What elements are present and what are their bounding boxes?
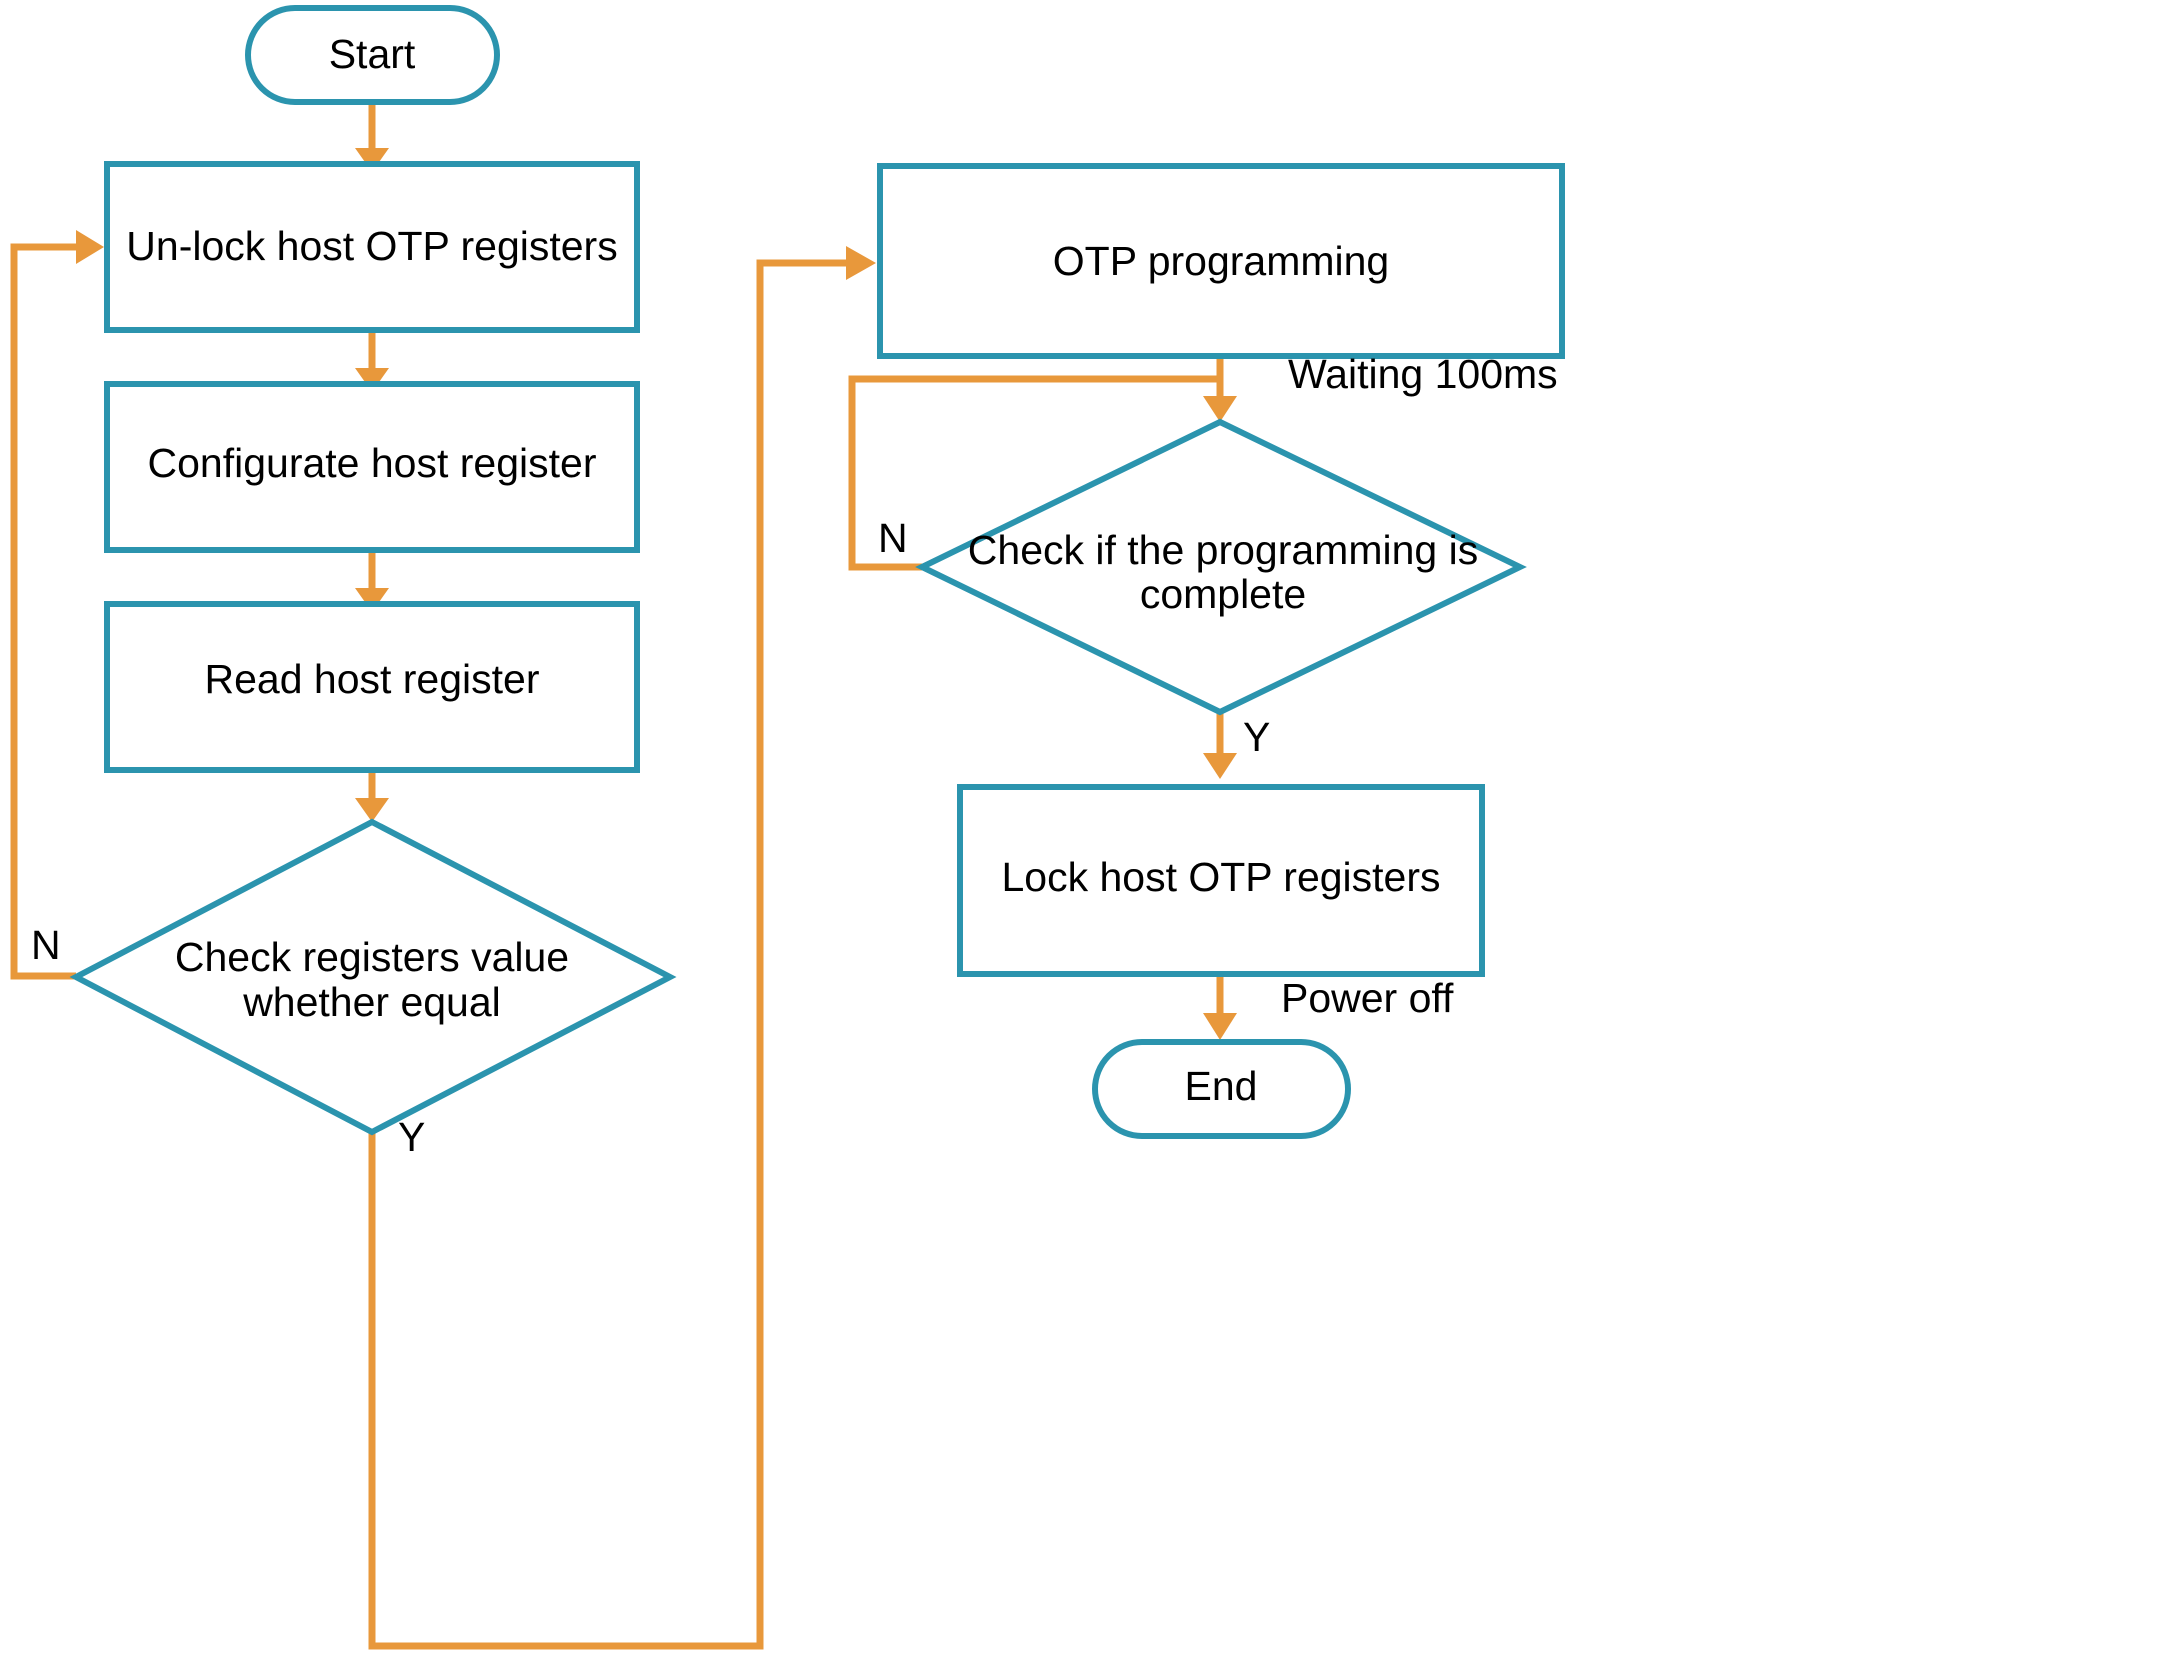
edge-label-waiting-100ms: Waiting 100ms [1288, 351, 1558, 397]
lock-label: Lock host OTP registers [1001, 854, 1440, 900]
node-start[interactable]: Start [245, 5, 500, 105]
edge-label-check-done-yes: Y [1243, 714, 1270, 760]
lock-shape [957, 784, 1485, 977]
edge-label-check-equal-yes: Y [398, 1114, 425, 1160]
unlock-label: Un-lock host OTP registers [126, 223, 617, 269]
check-registers-value-label-line1: Check registers value [175, 934, 569, 980]
start-shape [245, 5, 500, 105]
start-label: Start [329, 31, 416, 77]
end-shape [1092, 1039, 1351, 1139]
edge-start-to-unlock [355, 101, 389, 172]
edge-label-check-done-no: N [878, 515, 908, 561]
configurate-label: Configurate host register [148, 440, 597, 486]
check-registers-value-shape [69, 818, 677, 1136]
edge-check-equal-yes-to-otp [368, 246, 876, 1650]
check-registers-value-label-line2: whether equal [242, 979, 501, 1025]
edge-otp-to-check-done [1203, 357, 1237, 422]
check-programming-complete-label-line2: complete [1140, 571, 1306, 617]
node-unlock[interactable]: Un-lock host OTP registers [104, 161, 640, 333]
read-shape [104, 601, 640, 773]
node-check-registers-value[interactable]: Check registers value whether equal [69, 818, 677, 1136]
node-otp-programming[interactable]: OTP programming [877, 163, 1565, 359]
node-lock[interactable]: Lock host OTP registers [957, 784, 1485, 977]
edge-unlock-to-configurate [355, 330, 389, 392]
edge-label-power-off: Power off [1281, 975, 1454, 1021]
edge-check-done-yes-to-lock [1203, 712, 1237, 779]
edge-check-done-no-to-otp [848, 375, 1220, 571]
check-programming-complete-label-line1: Check if the programming is [968, 527, 1478, 573]
edge-lock-to-end [1203, 974, 1237, 1040]
edge-check-equal-no-to-unlock [10, 230, 104, 980]
node-read[interactable]: Read host register [104, 601, 640, 773]
edge-configurate-to-read [355, 550, 389, 612]
configurate-shape [104, 381, 640, 553]
otp-programming-shape [877, 163, 1565, 359]
read-label: Read host register [204, 656, 539, 702]
node-check-programming-complete[interactable]: Check if the programming is complete [915, 418, 1527, 716]
otp-programming-label: OTP programming [1053, 238, 1389, 284]
node-configurate[interactable]: Configurate host register [104, 381, 640, 553]
edge-read-to-check-equal [355, 770, 389, 822]
edge-label-check-equal-no: N [31, 922, 61, 968]
end-label: End [1185, 1063, 1258, 1109]
check-programming-complete-shape [915, 418, 1527, 716]
node-end[interactable]: End [1092, 1039, 1351, 1139]
unlock-shape [104, 161, 640, 333]
